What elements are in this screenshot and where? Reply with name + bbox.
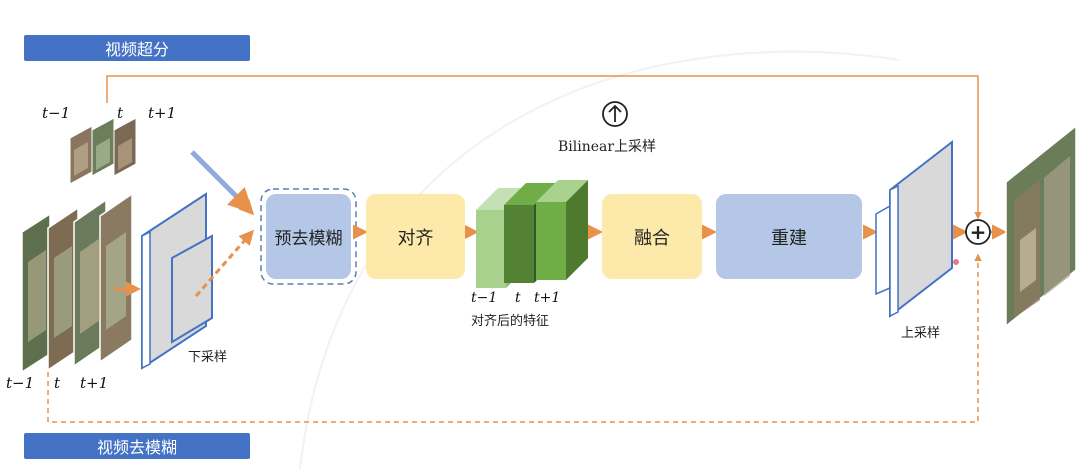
top-frame-label-prev: t−1 <box>42 104 71 122</box>
bottom-frame-label-prev: t−1 <box>6 374 35 392</box>
aligned-features-label: 对齐后的特征 <box>471 314 550 329</box>
aligned-feature-blocks <box>476 180 588 288</box>
bilinear-label: Bilinear上采样 <box>558 139 657 155</box>
banner-video-deblur: 视频去模糊 <box>24 433 250 459</box>
top-frame-label-curr: t <box>117 104 124 122</box>
align-box: 对齐 <box>366 194 465 279</box>
pre-deblur-box: 预去模糊 <box>266 194 351 279</box>
feature-label-next: t+1 <box>534 290 561 306</box>
arrow-down-to-predeblur <box>194 229 254 297</box>
cursor-dot <box>953 259 959 265</box>
banner-video-sr: 视频超分 <box>24 35 250 61</box>
fusion-box: 融合 <box>602 194 702 279</box>
upsample-label: 上采样 <box>901 326 941 341</box>
bottom-frame-label-curr: t <box>54 374 61 392</box>
add-circle <box>965 219 991 245</box>
downsample-block <box>141 192 213 370</box>
upsample-block <box>875 139 953 319</box>
downsample-label: 下采样 <box>188 350 228 365</box>
background-arc <box>299 50 901 469</box>
top-frame-label-next: t+1 <box>148 104 177 122</box>
arrow-sr-to-predeblur-head <box>236 196 255 216</box>
reconstruct-box: 重建 <box>716 194 862 279</box>
sr-skip-line <box>106 75 982 220</box>
bottom-input-frames <box>21 192 133 374</box>
output-frames <box>1005 124 1077 328</box>
feature-label-prev: t−1 <box>471 290 498 306</box>
bottom-frame-label-next: t+1 <box>80 374 109 392</box>
top-input-frames <box>69 117 137 185</box>
deblur-skip-line <box>47 253 982 423</box>
add-symbol: + <box>969 220 987 244</box>
feature-label-curr: t <box>515 290 521 306</box>
